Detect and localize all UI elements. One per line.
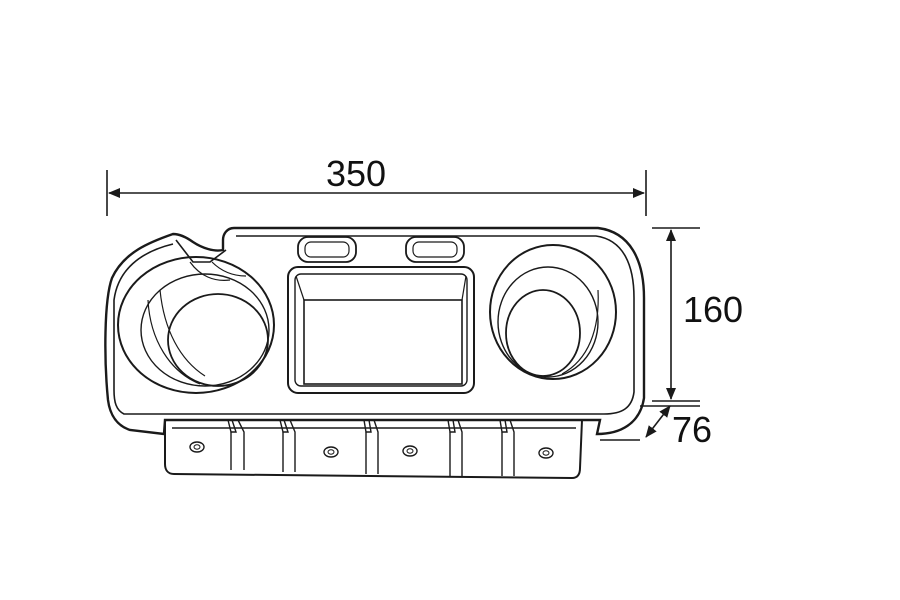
center-compartment-inner-rim — [294, 273, 468, 387]
bracket-clip — [227, 419, 245, 470]
left-cup-inner-base — [167, 293, 269, 387]
bracket-clip — [447, 419, 463, 476]
screw-hole — [538, 447, 554, 459]
height-dimension: 160 — [652, 227, 743, 402]
width-dimension: 350 — [106, 153, 647, 216]
left-slot-notch — [175, 239, 227, 263]
depth-dimension: 76 — [600, 405, 712, 450]
left-cup-mid-ring — [140, 273, 270, 387]
right-cup-mid-ring — [497, 266, 599, 378]
right-cup-inner-base — [505, 289, 581, 377]
tray-body — [104, 226, 646, 436]
screw-hole — [189, 441, 205, 453]
height-dimension-label: 160 — [683, 289, 743, 330]
depth-dimension-arrow — [645, 405, 671, 438]
tray-inner-rim — [113, 235, 635, 415]
right-cup-wall-line — [561, 289, 599, 375]
center-compartment-floor-edge — [461, 275, 467, 301]
center-compartment — [287, 266, 475, 394]
left-cup-slot-groove — [189, 261, 231, 281]
depth-dimension-label: 76 — [672, 409, 712, 450]
right-cup-holder — [489, 244, 617, 380]
top-slot-left-inner — [304, 241, 350, 258]
bracket-outline — [164, 419, 583, 480]
tray-outer-outline — [104, 226, 646, 436]
top-slot-left-outer — [297, 236, 357, 263]
left-cup-wall-line — [147, 299, 201, 385]
center-compartment-outer — [287, 266, 475, 394]
center-compartment-floor-edge — [295, 275, 305, 301]
center-compartment-floor — [303, 299, 463, 385]
bracket-clip — [363, 419, 379, 474]
left-cup-holder — [117, 256, 275, 394]
right-cup-outer-ring — [489, 244, 617, 380]
top-slot-right-inner — [412, 241, 458, 258]
bracket-clip — [279, 419, 296, 472]
screw-hole — [323, 446, 339, 458]
mounting-bracket — [164, 419, 583, 480]
screw-hole — [402, 445, 418, 457]
left-cup-wall-line — [159, 289, 206, 377]
bracket-clip — [499, 419, 515, 476]
width-dimension-label: 350 — [326, 153, 386, 194]
top-slots — [297, 236, 465, 263]
top-slot-right-outer — [405, 236, 465, 263]
left-cup-slot-groove — [211, 261, 247, 277]
left-cup-outer-ring — [117, 256, 275, 394]
